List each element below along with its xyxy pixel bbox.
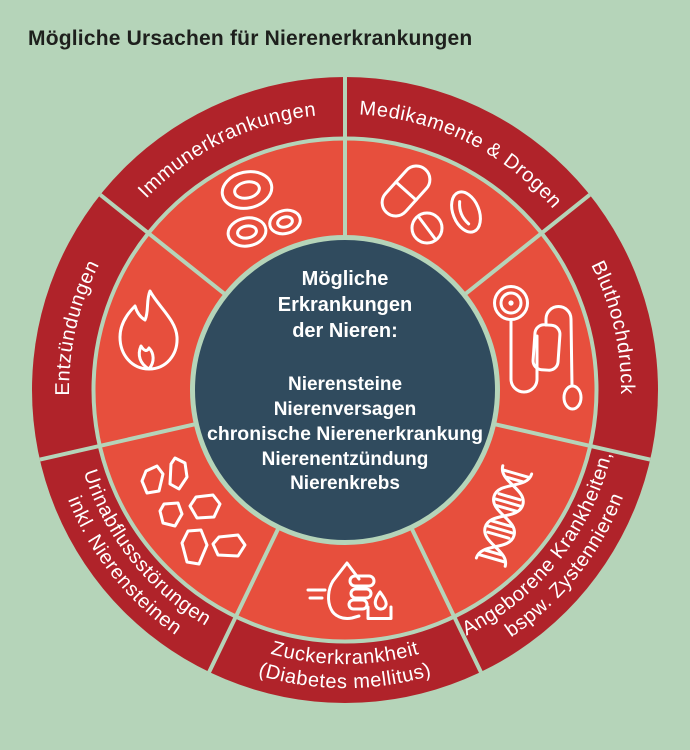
blood-cells-icon <box>220 170 302 248</box>
segment-divider <box>459 193 591 300</box>
segment-divider <box>99 193 231 300</box>
page-title: Mögliche Ursachen für Nierenerkrankungen <box>28 27 472 50</box>
center-heading-line1: Mögliche <box>302 268 389 290</box>
segment-divider <box>39 420 202 462</box>
segment-divider <box>488 420 651 462</box>
test-strip-icon <box>366 605 393 620</box>
disease-item: Nierenversagen <box>274 399 417 420</box>
blood-pressure-monitor-icon <box>493 285 583 411</box>
center-heading-line3: der Nieren: <box>292 320 398 342</box>
segment-divider <box>407 522 483 673</box>
segment-divider <box>207 522 283 673</box>
pills-icon <box>380 164 482 245</box>
blood-drop-icon <box>373 590 388 611</box>
center-circle <box>190 235 500 545</box>
dna-icon <box>474 464 534 568</box>
disease-item: Nierenentzündung <box>262 449 429 470</box>
center-heading-line2: Erkrankungen <box>278 294 412 316</box>
blood-sugar-test-icon <box>306 561 393 620</box>
flame-icon <box>118 289 179 371</box>
disease-item: Nierensteine <box>288 374 402 395</box>
segment-dividers <box>39 77 651 673</box>
disease-item: chronische Nierenerkrankung <box>207 424 483 445</box>
center-text: Mögliche Erkrankungen der Nieren: Nieren… <box>207 268 483 494</box>
kidney-stones-icon <box>140 456 247 566</box>
disease-item: Nierenkrebs <box>290 473 400 494</box>
